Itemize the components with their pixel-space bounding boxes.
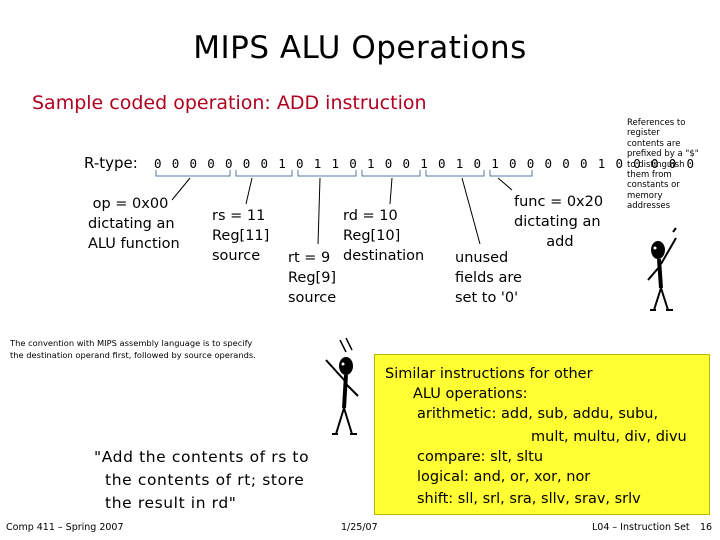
- stick-figure-icon: [647, 227, 677, 311]
- footer-date: 1/25/07: [341, 522, 378, 533]
- footer-course: Comp 411 – Spring 2007: [6, 522, 124, 533]
- footer-page-number: 16: [700, 522, 713, 533]
- op-note: op = 0x00 dictating an ALU function: [88, 196, 180, 252]
- slide-title: MIPS ALU Operations: [193, 30, 527, 66]
- similar-line: mult, multu, div, divu: [531, 429, 687, 445]
- similar-line: logical: and, or, xor, nor: [417, 469, 591, 485]
- stick-figure-icon: [325, 337, 359, 435]
- rt-note: rt = 9 Reg[9] source: [288, 250, 337, 306]
- similar-line: Similar instructions for other: [385, 366, 593, 382]
- similar-line: shift: sll, srl, sra, sllv, srav, srlv: [417, 491, 641, 507]
- similar-line: arithmetic: add, sub, addu, subu,: [417, 406, 659, 422]
- similar-line: ALU operations:: [413, 386, 528, 402]
- slide-subtitle: Sample coded operation: ADD instruction: [32, 92, 427, 114]
- instruction-bits: 0 0 0 0 0 0 0 1 0 1 1 0 1 0 0 1 0 1 0 1 …: [154, 156, 696, 171]
- add-quote: "Add the contents of rs to the contents …: [94, 448, 310, 512]
- rs-note: rs = 11 Reg[11] source: [212, 208, 270, 264]
- convention-note: The convention with MIPS assembly langua…: [10, 338, 256, 360]
- similar-instructions-box: Similar instructions for other ALU opera…: [374, 354, 710, 515]
- unused-note: unused fields are set to '0': [455, 250, 522, 306]
- rd-note: rd = 10 Reg[10] destination: [343, 208, 425, 264]
- footer-lecture: L04 – Instruction Set: [592, 522, 690, 533]
- register-reference-note: References to register contents are pref…: [627, 118, 699, 212]
- similar-line: compare: slt, sltu: [417, 449, 544, 465]
- func-note: func = 0x20 dictating an add: [514, 194, 604, 250]
- rtype-label: R-type:: [84, 154, 138, 172]
